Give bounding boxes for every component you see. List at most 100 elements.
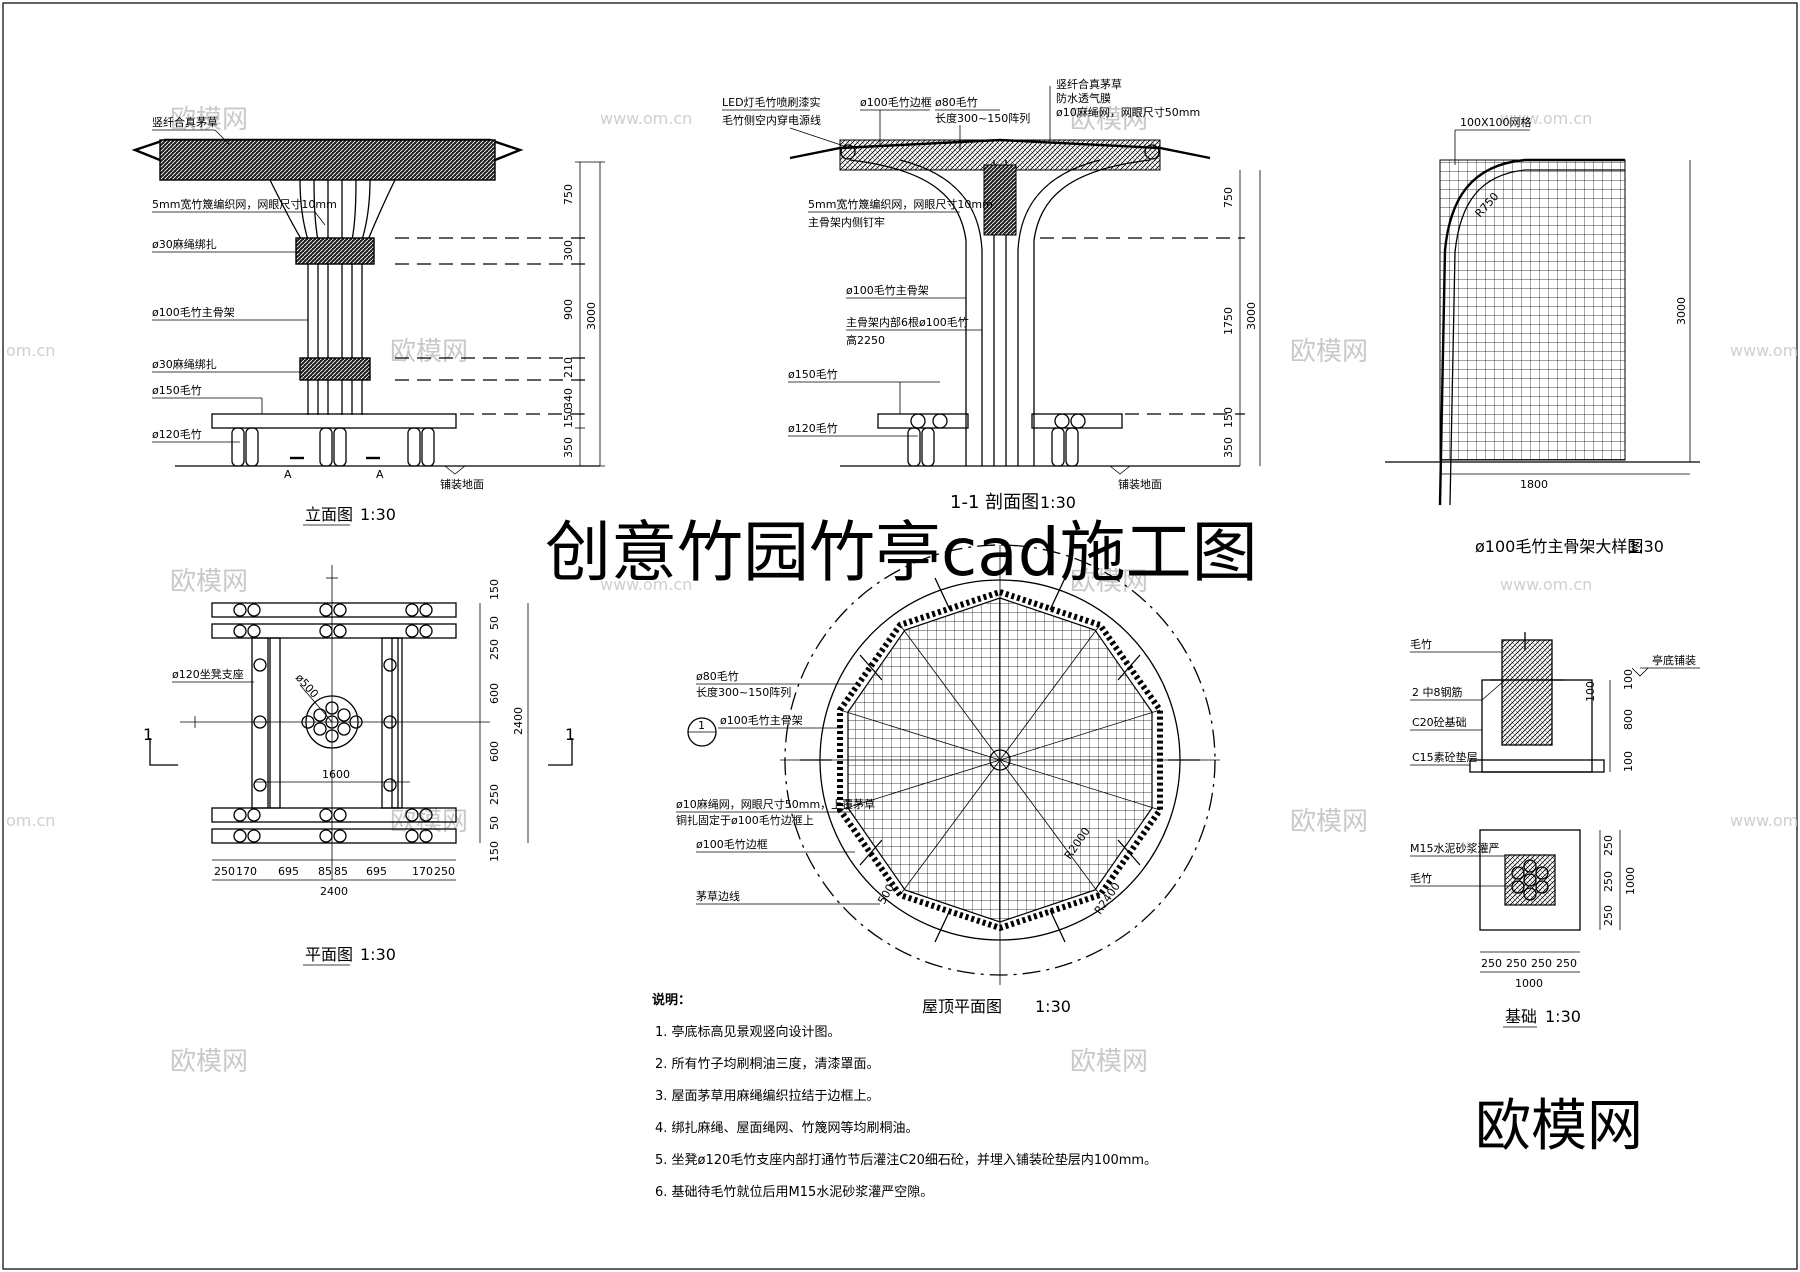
roof-label: ø80毛竹 (696, 669, 739, 683)
plan-label: ø120坐凳支座 (172, 667, 244, 681)
foundation-view: 毛竹 亭底铺装 2 中8钢筋 C20砼基础 C15素砼垫层 100 100 80… (1410, 632, 1700, 1028)
roof-scale: 1:30 (1035, 997, 1071, 1016)
elevation-rope-binding-lower (299, 357, 371, 381)
foundation-plan-dim: 250 (1602, 835, 1615, 856)
frame-detail-height: 3000 (1675, 297, 1688, 325)
watermark-logo: 欧模网 (1070, 1047, 1148, 1077)
plan-dim-bottom: 695 (366, 865, 387, 878)
elevation-dim: 750 (562, 184, 575, 205)
elevation-dim-total: 3000 (585, 302, 598, 330)
drawing-title: 创意竹园竹亭cad施工图 (545, 514, 1258, 591)
section-label: ø150毛竹 (788, 367, 838, 381)
section-label: ø10麻绳网，网眼尺寸50mm (1056, 105, 1200, 119)
note-item: 4. 绑扎麻绳、屋面绳网、竹篾网等均刷桐油。 (655, 1120, 919, 1136)
watermark-logo: 欧模网 (170, 1047, 248, 1077)
elevation-ground-label: 铺装地面 (440, 478, 484, 491)
plan-inner-width: 1600 (322, 768, 350, 781)
elevation-dim: 300 (562, 240, 575, 261)
section-label: 毛竹侧空内穿电源线 (722, 113, 821, 127)
plan-dim-bottom: 85 (334, 865, 348, 878)
watermark-url: www.om.cn (600, 575, 692, 594)
frame-detail-width: 1800 (1520, 478, 1548, 491)
plan-dim-bottom: 250 (434, 865, 455, 878)
section-mark-a: A (284, 468, 292, 481)
section-label: 主骨架内部6根ø100毛竹 (846, 315, 969, 329)
section-label: 长度300~150阵列 (935, 111, 1030, 125)
note-item: 2. 所有竹子均刷桐油三度，清漆罩面。 (655, 1056, 880, 1072)
foundation-label: 毛竹 (1410, 871, 1432, 885)
watermark-url: www.om.cn (1500, 109, 1592, 128)
plan-scale: 1:30 (360, 945, 396, 964)
plan-dim-right: 250 (488, 784, 501, 805)
section-core-hatch (983, 164, 1017, 236)
plan-bench-bottom-2 (211, 828, 457, 844)
section-ground-label: 铺装地面 (1118, 478, 1162, 491)
section-dim: 1750 (1222, 307, 1235, 335)
foundation-dim: 800 (1622, 709, 1635, 730)
plan-dim-total-bottom: 2400 (320, 885, 348, 898)
elevation-label: ø30麻绳绑扎 (152, 357, 217, 371)
plan-bench-right (381, 637, 399, 809)
plan-dim-right: 50 (488, 816, 501, 830)
elevation-dim: 150 (562, 407, 575, 428)
plan-dim-bottom: 695 (278, 865, 299, 878)
watermark-logo: 欧模网 (170, 567, 248, 597)
section-label: 5mm宽竹篾编织网，网眼尺寸10mm (808, 197, 993, 211)
frame-detail-grid (1439, 159, 1626, 461)
section-label: ø100毛竹主骨架 (846, 283, 929, 297)
frame-detail-caption: ø100毛竹主骨架大样图 (1475, 537, 1643, 556)
plan-cut-mark: 1 (565, 725, 575, 744)
watermark-logo: 欧模网 (390, 337, 468, 367)
note-item: 1. 亭底标高见景观竖向设计图。 (655, 1024, 841, 1040)
foundation-bedding (1469, 759, 1605, 773)
plan-dim-bottom: 85 (318, 865, 332, 878)
foundation-plan-dim: 250 (1531, 957, 1552, 970)
note-item: 5. 坐凳ø120毛竹支座内部打通竹节后灌注C20细石砼，并埋入铺装砼垫层内10… (655, 1152, 1157, 1168)
foundation-label: 2 中8钢筋 (1412, 685, 1463, 699)
section-dim-total: 3000 (1245, 302, 1258, 330)
roof-label: ø100毛竹主骨架 (720, 713, 803, 727)
section-label: 主骨架内侧钉牢 (808, 215, 885, 229)
section-label: LED灯毛竹喷刷漆实 (722, 95, 821, 109)
plan-dim-right: 600 (488, 741, 501, 762)
section-label: ø100毛竹边框 (860, 95, 932, 109)
plan-bench-bottom-1 (211, 807, 457, 823)
foundation-dim: 100 (1622, 669, 1635, 690)
foundation-label: M15水泥砂浆灌严 (1410, 841, 1500, 855)
roof-label: ø100毛竹边框 (696, 837, 768, 851)
note-item: 3. 屋面茅草用麻绳编织拉结于边框上。 (655, 1089, 880, 1104)
plan-bench-top-2 (211, 623, 457, 639)
frame-detail-curve (1438, 158, 1625, 506)
section-label: 高2250 (846, 333, 885, 347)
frame-detail-grid-label: 100X100网格 (1460, 115, 1532, 129)
foundation-plan-bamboo (1511, 859, 1549, 901)
frame-detail-view: 100X100网格 R750 1800 3000 ø100毛竹主骨架大样图 1:… (1385, 115, 1700, 556)
roof-plan-view: ø80毛竹 长度300~150阵列 1 ø100毛竹主骨架 ø10麻绳网，网眼尺… (676, 544, 1220, 1016)
elevation-label: 竖纤合真茅草 (152, 115, 218, 129)
foundation-scale: 1:30 (1545, 1007, 1581, 1026)
section-label: 防水透气膜 (1056, 91, 1111, 105)
section-caption: 1-1 剖面图 (950, 492, 1039, 513)
foundation-label: C20砼基础 (1412, 716, 1467, 729)
elevation-scale: 1:30 (360, 505, 396, 524)
plan-dim-right: 150 (488, 579, 501, 600)
elevation-label: 5mm宽竹篾编织网，网眼尺寸10mm (152, 197, 337, 211)
elevation-view: A A 750 300 900 210 340 150 350 3000 铺装地… (131, 115, 605, 526)
foundation-plan-dim: 250 (1481, 957, 1502, 970)
elevation-dim: 350 (562, 437, 575, 458)
foundation-plan-dim: 250 (1602, 905, 1615, 926)
elevation-label: ø100毛竹主骨架 (152, 305, 235, 319)
plan-bench-left (251, 637, 269, 809)
foundation-label: C15素砼垫层 (1412, 750, 1478, 764)
foundation-plan-total: 1000 (1515, 977, 1543, 990)
watermark-url: www.om.cn (1730, 341, 1800, 360)
roof-caption: 屋顶平面图 (922, 997, 1002, 1016)
foundation-dim: 100 (1584, 681, 1597, 702)
plan-dim-right: 50 (488, 616, 501, 630)
section-dim: 350 (1222, 437, 1235, 458)
foundation-label: 毛竹 (1410, 637, 1432, 651)
foundation-plan-grout (1504, 854, 1556, 906)
roof-label: ø10麻绳网，网眼尺寸50mm，上覆茅草 (676, 797, 875, 811)
